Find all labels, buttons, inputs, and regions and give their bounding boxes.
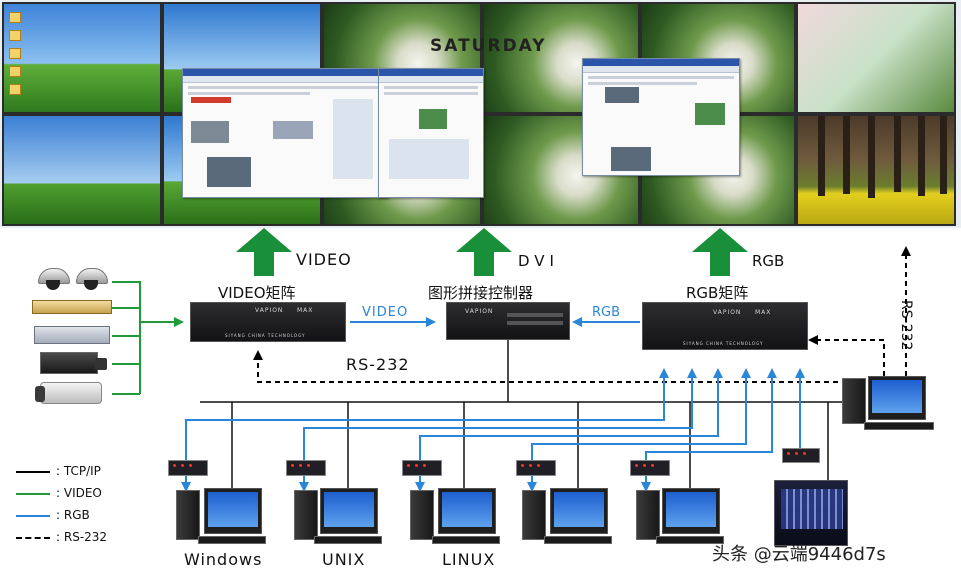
rack-logo: VAPION: [255, 307, 284, 314]
pc-monitor: [550, 488, 608, 534]
rack-logo: VAPION: [465, 308, 494, 315]
pc-tower: [176, 490, 200, 540]
workstation-label-unix: UNIX: [322, 550, 366, 569]
pc-tower: [410, 490, 434, 540]
legend-text: : TCP/IP: [56, 464, 101, 478]
browser-window-right: [582, 58, 740, 176]
pc-monitor: [204, 488, 262, 534]
desktop-icon: [9, 84, 21, 95]
dvd-player-icon: [32, 300, 112, 314]
tree-trunk: [843, 116, 850, 194]
rack-sub: SIYANG CHINA TECHNOLOGY: [225, 333, 306, 338]
video-wall: SATURDAY: [0, 0, 961, 228]
legend-swatch: [16, 471, 50, 473]
rgb-up-arrow: [692, 228, 748, 276]
rgb-top-label: RGB: [752, 252, 785, 270]
dome-camera-icon: [38, 268, 70, 290]
controller-label: 图形拼接控制器: [428, 284, 534, 302]
legend-text: : RS-232: [56, 530, 108, 544]
rs232-right-label: RS-232: [898, 300, 914, 351]
pc-keyboard: [656, 536, 724, 544]
pc-keyboard: [314, 536, 382, 544]
browser-window-left: [182, 68, 388, 198]
rack-logo: VAPION: [713, 309, 742, 316]
browser-window-middle: [378, 68, 484, 198]
desktop-icon: [9, 12, 21, 23]
pc-tower: [294, 490, 318, 540]
control-pc-keyboard: [864, 422, 934, 430]
pc-monitor: [662, 488, 720, 534]
rs232-left-label: RS-232: [346, 355, 410, 374]
pc-tower: [636, 490, 660, 540]
video-matrix-device: VAPION MAX SIYANG CHINA TECHNOLOGY: [190, 302, 346, 342]
rgb-matrix-device: VAPION MAX SIYANG CHINA TECHNOLOGY: [642, 302, 808, 350]
rack-max: MAX: [755, 309, 772, 316]
desktop-icon: [9, 48, 21, 59]
rack-sub: SIYANG CHINA TECHNOLOGY: [683, 341, 764, 346]
legend-swatch: [16, 493, 50, 495]
rgb-converter: [402, 460, 442, 476]
video-up-arrow: [236, 228, 292, 276]
server-rack-icon: [774, 480, 848, 546]
workstation-label-windows: Windows: [184, 550, 263, 569]
desktop-icon: [9, 66, 21, 77]
dvi-label: DVI: [518, 252, 559, 270]
pc-monitor: [320, 488, 378, 534]
legend-swatch: [16, 515, 50, 517]
legend-text: : VIDEO: [56, 486, 102, 500]
video-matrix-label: VIDEO矩阵: [218, 284, 296, 302]
control-pc-tower: [842, 378, 866, 424]
legend-swatch: [16, 537, 50, 539]
rgb-converter: [286, 460, 326, 476]
rack-max: MAX: [297, 307, 314, 314]
tree-trunk: [940, 116, 947, 194]
rgb-arrow-label: RGB: [592, 305, 621, 320]
video-arrow-label: VIDEO: [362, 305, 409, 320]
pc-keyboard: [432, 536, 500, 544]
box-camera-icon: [40, 352, 107, 374]
tree-trunk: [894, 116, 901, 192]
saturday-text: SATURDAY: [430, 36, 547, 56]
tree-trunk: [918, 116, 925, 196]
wall-screen-6: [796, 2, 956, 114]
wall-screen-1: [2, 2, 162, 114]
pc-tower: [522, 490, 546, 540]
watermark: 头条 @云端9446d7s: [712, 544, 886, 565]
tree-trunk: [868, 116, 875, 198]
pc-keyboard: [198, 536, 266, 544]
rgb-converter: [516, 460, 556, 476]
pc-keyboard: [544, 536, 612, 544]
dvi-up-arrow: [456, 228, 512, 276]
vcr-player-icon: [34, 326, 110, 344]
rgb-matrix-label: RGB矩阵: [686, 284, 749, 302]
tree-trunk: [818, 116, 825, 196]
control-pc-monitor: [868, 376, 926, 420]
workstation-label-linux: LINUX: [442, 550, 496, 569]
video-label: VIDEO: [296, 250, 352, 269]
rgb-converter: [168, 460, 208, 476]
wall-screen-7: [2, 114, 162, 226]
rgb-converter: [782, 448, 820, 463]
bullet-camera-icon: [35, 382, 102, 404]
legend-text: : RGB: [56, 508, 90, 522]
pc-monitor: [438, 488, 496, 534]
splicing-controller-device: VAPION: [446, 302, 570, 340]
desktop-icon: [9, 30, 21, 41]
rgb-converter: [630, 460, 670, 476]
wall-screen-12: [796, 114, 956, 226]
dome-camera-icon: [76, 268, 108, 290]
